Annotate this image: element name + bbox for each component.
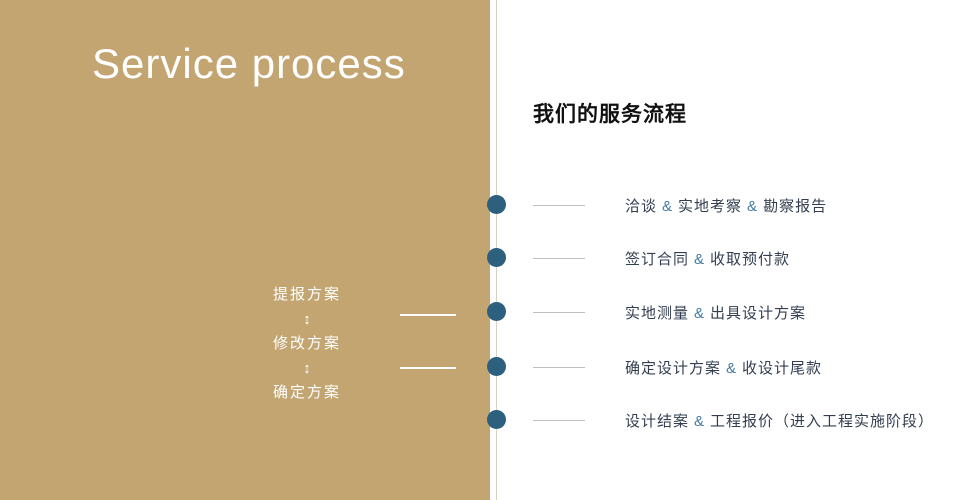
ampersand: & xyxy=(694,304,706,322)
step-segment: 收设计尾款 xyxy=(742,359,823,377)
step-text: 签订合同&收取预付款 xyxy=(625,248,790,269)
section-heading: 我们的服务流程 xyxy=(533,103,687,126)
up-down-arrow-icon: ↕ xyxy=(303,360,311,377)
workflow-step-label: 修改方案 xyxy=(272,335,341,352)
ampersand: & xyxy=(662,197,674,215)
connector-line-upper xyxy=(400,314,456,316)
step-segment: 实地考察 xyxy=(678,197,743,215)
ampersand: & xyxy=(726,359,738,377)
service-step-row: 设计结案&工程报价（进入工程实施阶段） xyxy=(533,409,934,431)
left-panel: Service process 提报方案 ↕ 修改方案 ↕ 确定方案 xyxy=(0,0,490,500)
step-text: 确定设计方案&收设计尾款 xyxy=(625,357,822,378)
page-title: Service process xyxy=(92,40,406,87)
step-connector-line xyxy=(533,419,585,421)
workflow-step-label: 提报方案 xyxy=(272,286,341,303)
ampersand: & xyxy=(747,197,759,215)
ampersand: & xyxy=(694,412,706,430)
step-segment: 出具设计方案 xyxy=(710,304,807,322)
timeline-dot xyxy=(487,195,506,214)
service-step-row: 实地测量&出具设计方案 xyxy=(533,301,806,323)
step-text: 实地测量&出具设计方案 xyxy=(625,302,806,323)
service-step-row: 洽谈&实地考察&勘察报告 xyxy=(533,194,827,216)
workflow-step-label: 确定方案 xyxy=(272,384,341,401)
step-connector-line xyxy=(533,311,585,313)
step-segment: 洽谈 xyxy=(625,197,658,215)
timeline-dot xyxy=(487,410,506,429)
step-segment: 勘察报告 xyxy=(763,197,828,215)
step-segment: 工程报价（进入工程实施阶段） xyxy=(710,412,935,430)
step-segment: 签订合同 xyxy=(625,250,690,268)
connector-line-lower xyxy=(400,367,456,369)
timeline-dot xyxy=(487,302,506,321)
step-text: 设计结案&工程报价（进入工程实施阶段） xyxy=(625,410,934,431)
step-connector-line xyxy=(533,204,585,206)
step-segment: 实地测量 xyxy=(625,304,690,322)
service-step-row: 确定设计方案&收设计尾款 xyxy=(533,356,822,378)
step-segment: 确定设计方案 xyxy=(625,359,722,377)
timeline-dot xyxy=(487,357,506,376)
step-segment: 收取预付款 xyxy=(710,250,791,268)
ampersand: & xyxy=(694,250,706,268)
service-step-row: 签订合同&收取预付款 xyxy=(533,247,790,269)
up-down-arrow-icon: ↕ xyxy=(303,311,311,328)
step-connector-line xyxy=(533,257,585,259)
step-connector-line xyxy=(533,366,585,368)
step-text: 洽谈&实地考察&勘察报告 xyxy=(625,195,827,216)
workflow-block: 提报方案 ↕ 修改方案 ↕ 确定方案 xyxy=(247,283,367,405)
step-segment: 设计结案 xyxy=(625,412,690,430)
timeline-dot xyxy=(487,248,506,267)
